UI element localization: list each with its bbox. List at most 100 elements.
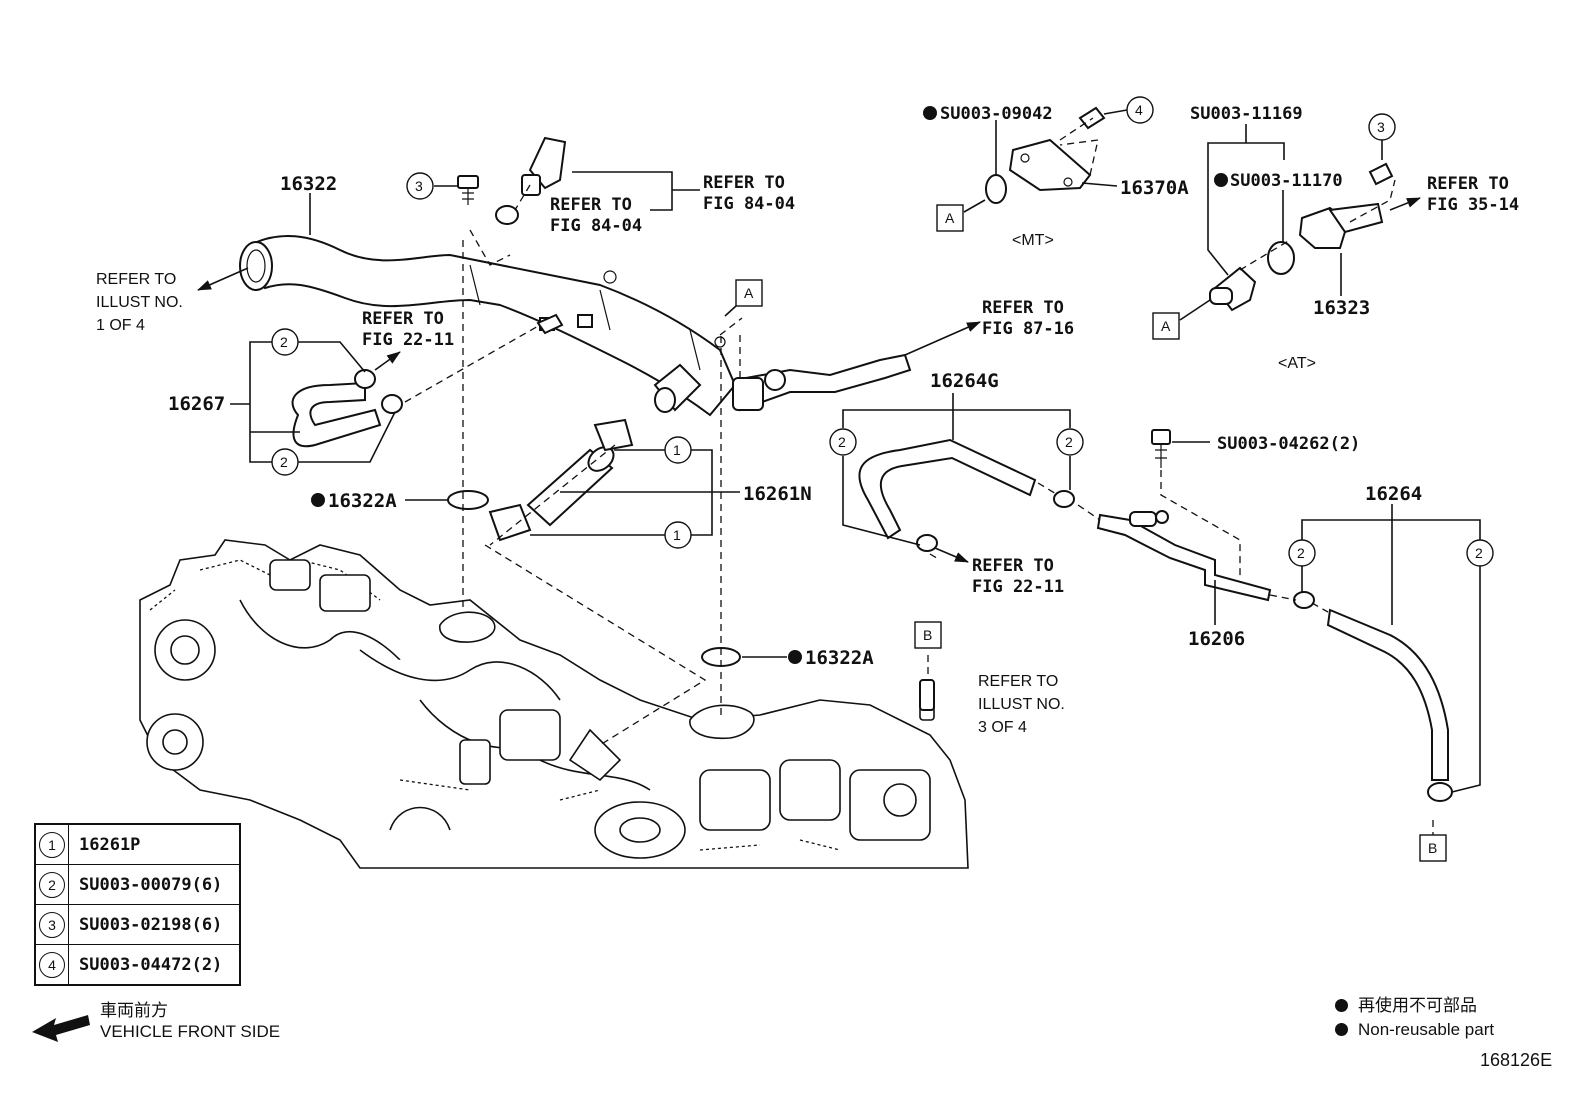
svg-text:B: B	[923, 627, 932, 643]
ref-fig8404-a: REFER TO FIG 84-04	[550, 195, 642, 236]
leader-lines	[230, 109, 1481, 793]
box-b-1: B	[914, 621, 942, 649]
legend-table: 1 16261P 2 SU003-00079(6) 3 SU003-02198(…	[34, 823, 241, 986]
circle-1-b: 1	[664, 521, 692, 549]
box-b-2: B	[1419, 834, 1447, 862]
circle-3-a: 3	[406, 172, 434, 200]
nonreusable-dots	[311, 106, 1228, 664]
callout-16267: 16267	[168, 393, 225, 415]
hose-16267	[291, 369, 403, 448]
legend-row: 2 SU003-00079(6)	[34, 864, 241, 905]
svg-text:2: 2	[1297, 545, 1305, 561]
boxed-letters: A A A B B	[735, 204, 1447, 862]
ref-illust3: REFER TO ILLUST NO. 3 OF 4	[978, 673, 1069, 736]
box-a-1: A	[735, 279, 763, 307]
circle-2-d: 2	[1056, 428, 1084, 456]
hose-16264G	[858, 438, 1075, 552]
svg-text:2: 2	[1475, 545, 1483, 561]
legend-num: 4	[39, 951, 65, 978]
pipe-16206	[1096, 429, 1272, 602]
refer-arrows	[197, 197, 1421, 563]
vehicle-front-label: 車両前方 VEHICLE FRONT SIDE	[100, 1000, 280, 1042]
water-pipe-16322	[239, 234, 912, 417]
callout-16322A-b: 16322A	[805, 647, 874, 669]
legend-num: 2	[39, 871, 65, 898]
svg-text:A: A	[1161, 318, 1171, 334]
callout-su04262: SU003-04262(2)	[1217, 434, 1360, 454]
svg-text:B: B	[1428, 840, 1437, 856]
sensor-part	[495, 136, 567, 225]
legend-value: SU003-00079(6)	[68, 864, 241, 905]
legend-row: 4 SU003-04472(2)	[34, 944, 241, 986]
circle-2-a: 2	[271, 328, 299, 356]
nonreusable-en: Non-reusable part	[1358, 1020, 1495, 1039]
svg-text:1: 1	[673, 527, 681, 543]
legend-row: 3 SU003-02198(6)	[34, 904, 241, 945]
refer-texts: REFER TO ILLUST NO. 1 OF 4 REFER TO FIG …	[96, 173, 1519, 736]
callout-16206: 16206	[1188, 628, 1245, 650]
circle-2-f: 2	[1466, 539, 1494, 567]
svg-text:3: 3	[415, 178, 423, 194]
o-ring-16322A-a	[447, 490, 489, 510]
legend-row: 1 16261P	[34, 823, 241, 865]
svg-text:3: 3	[1377, 119, 1385, 135]
nonreusable-jp: 再使用不可部品	[1358, 996, 1477, 1015]
svg-text:A: A	[744, 285, 754, 301]
svg-text:2: 2	[280, 334, 288, 350]
callout-16264G: 16264G	[930, 370, 999, 392]
svg-text:2: 2	[1065, 434, 1073, 450]
diagram-code: 168126E	[1480, 1050, 1553, 1070]
circle-3-b: 3	[1368, 113, 1396, 141]
circle-2-b: 2	[271, 448, 299, 476]
circle-1-a: 1	[664, 436, 692, 464]
ref-fig2211-b: REFER TO FIG 22-11	[972, 556, 1064, 597]
numbered-circles: 3 2 2 1 1 4 3 2 2 2 2	[271, 96, 1494, 567]
callout-16323: 16323	[1313, 297, 1370, 319]
ref-fig8404-b: REFER TO FIG 84-04	[703, 173, 795, 214]
svg-text:1: 1	[673, 442, 681, 458]
label-mt: <MT>	[1012, 232, 1054, 249]
svg-text:2: 2	[838, 434, 846, 450]
nonreusable-dot-icon	[1335, 999, 1348, 1012]
bolt-3-top	[457, 175, 479, 205]
callout-16264: 16264	[1365, 483, 1422, 505]
ref-fig8716: REFER TO FIG 87-16	[982, 298, 1074, 339]
vehicle-front-en: VEHICLE FRONT SIDE	[100, 1022, 281, 1041]
box-a-2: A	[936, 204, 964, 232]
callout-labels: 16322 16267 16322A 16261N 16322A 16370A …	[168, 104, 1422, 669]
stud-bolt	[536, 313, 564, 335]
assembly-lines	[404, 117, 1434, 835]
ref-illust1: REFER TO ILLUST NO. 1 OF 4	[96, 271, 187, 334]
callout-16322A-a: 16322A	[328, 490, 397, 512]
legend-num: 3	[39, 911, 65, 938]
svg-text:A: A	[945, 210, 955, 226]
label-at: <AT>	[1278, 355, 1316, 372]
nonreusable-dot-icon	[1335, 1023, 1348, 1036]
circle-2-e: 2	[1288, 539, 1316, 567]
ref-fig3514: REFER TO FIG 35-14	[1427, 174, 1519, 215]
callout-su09042: SU003-09042	[940, 104, 1053, 124]
svg-text:2: 2	[280, 454, 288, 470]
hose-16264	[1293, 591, 1453, 802]
front-arrow-icon	[32, 1015, 90, 1042]
callout-su11169: SU003-11169	[1190, 104, 1303, 124]
circle-2-c: 2	[829, 428, 857, 456]
legend-num: 1	[39, 831, 65, 858]
box-a-3: A	[1152, 312, 1180, 340]
housing-16323	[1298, 162, 1394, 249]
hose-16261N	[488, 418, 634, 542]
ref-fig2211-a: REFER TO FIG 22-11	[362, 309, 454, 350]
engine-block	[139, 539, 969, 869]
thermostat-assy	[1209, 241, 1295, 312]
circle-4: 4	[1126, 96, 1154, 124]
cover-16370A	[985, 106, 1106, 204]
callout-16370A: 16370A	[1120, 177, 1189, 199]
callout-su11170: SU003-11170	[1230, 171, 1343, 191]
vehicle-front-jp: 車両前方	[100, 1001, 168, 1020]
nonreusable-legend: 再使用不可部品 Non-reusable part	[1335, 994, 1494, 1042]
callout-16261N: 16261N	[743, 483, 812, 505]
legend-value: SU003-04472(2)	[68, 944, 241, 986]
svg-text:4: 4	[1135, 102, 1143, 118]
legend-value: SU003-02198(6)	[68, 904, 241, 945]
